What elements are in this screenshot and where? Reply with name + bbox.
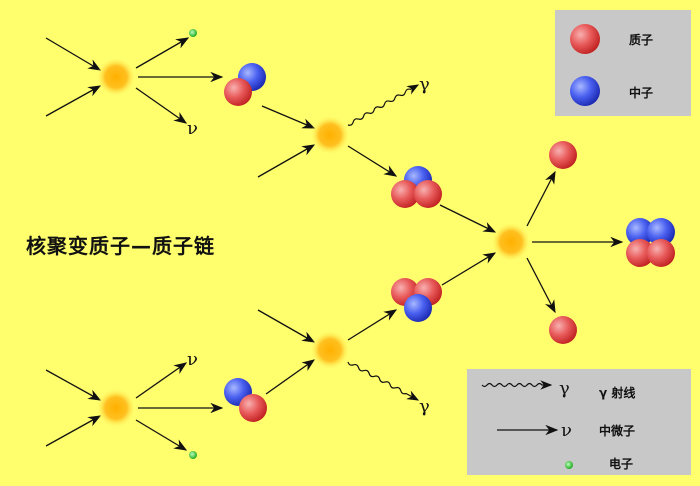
- arrow: [257, 309, 316, 343]
- neutron: [647, 218, 675, 246]
- positron: [189, 451, 197, 459]
- arrow: [441, 252, 497, 286]
- legend-particle-icons: [570, 24, 600, 106]
- arrow: [526, 170, 556, 227]
- neutrino-symbol: ν: [187, 349, 198, 370]
- gamma-symbol: γ: [419, 74, 430, 95]
- fusion-events: [96, 57, 531, 428]
- gamma-wave: [347, 84, 420, 126]
- gamma-symbol: γ: [419, 396, 430, 417]
- positron: [189, 29, 197, 37]
- legend-radiation: γ ν γ 射线 中微子 电子: [467, 369, 691, 475]
- arrow: [135, 87, 188, 124]
- arrow: [45, 85, 102, 117]
- neutrino-symbol: ν: [561, 420, 572, 441]
- neutrino-label: 中微子: [599, 424, 636, 438]
- particles: [189, 29, 675, 459]
- arrow: [135, 419, 188, 451]
- wavy-arrow-icon: [481, 380, 553, 390]
- arrow: [45, 37, 102, 71]
- arrow: [347, 309, 398, 341]
- arrow: [135, 362, 188, 399]
- proton: [391, 180, 419, 208]
- proton: [626, 239, 654, 267]
- arrow: [439, 204, 497, 233]
- proton: [549, 141, 577, 169]
- arrow: [45, 415, 102, 447]
- arrow: [257, 144, 316, 178]
- neutrino-symbol: ν: [187, 118, 198, 139]
- proton: [224, 78, 252, 106]
- proton: [647, 239, 675, 267]
- legend-radiation-icons: γ ν: [481, 378, 573, 469]
- neutron-icon: [570, 76, 600, 106]
- arrow: [347, 145, 398, 177]
- electron-icon: [565, 461, 573, 469]
- proton: [239, 394, 267, 422]
- proton: [414, 180, 442, 208]
- symbol-labels: ν ν γ γ: [187, 74, 430, 417]
- arrow: [526, 257, 556, 314]
- legend-particles: 质子 中子: [555, 10, 691, 116]
- fusion-point: [96, 57, 136, 97]
- arrow: [45, 369, 102, 401]
- proton-label: 质子: [629, 33, 654, 47]
- gamma-waves: [347, 84, 420, 401]
- fusion-point: [310, 330, 350, 370]
- electron-label: 电子: [609, 457, 634, 471]
- gamma-symbol: γ: [559, 378, 570, 399]
- arrow: [265, 359, 316, 395]
- proton-icon: [570, 24, 600, 54]
- arrow: [135, 37, 190, 69]
- gamma-ray-label: γ 射线: [599, 386, 636, 400]
- neutron: [626, 218, 654, 246]
- neutron: [404, 294, 432, 322]
- diagram-title: 核聚变质子—质子链: [26, 234, 215, 258]
- gamma-wave: [347, 361, 420, 401]
- arrow: [261, 105, 316, 129]
- fusion-point: [491, 222, 531, 262]
- neutron-label: 中子: [629, 86, 654, 100]
- arrows: [45, 37, 624, 451]
- fusion-point: [96, 388, 136, 428]
- proton: [549, 316, 577, 344]
- fusion-point: [310, 115, 350, 155]
